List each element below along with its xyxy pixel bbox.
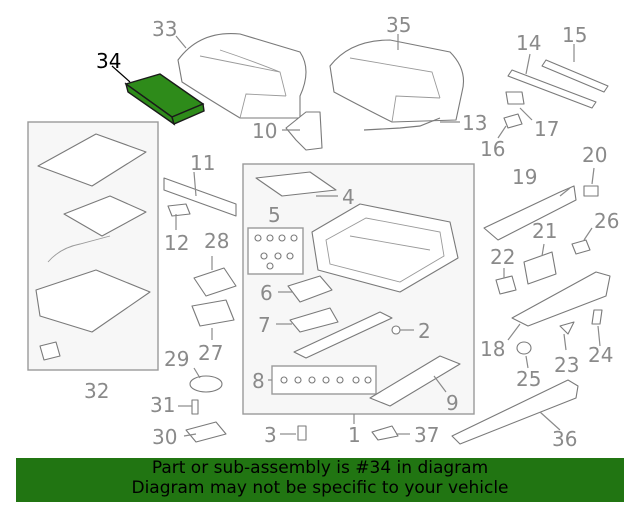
part-19-bracket[interactable] [483,185,577,241]
part-9-track[interactable] [369,355,461,407]
seat-frame-assembly[interactable] [311,203,459,293]
callout-3[interactable]: 3 [264,423,277,447]
part-21-switch[interactable] [523,251,557,285]
part-27-module[interactable] [191,299,235,327]
callout-26[interactable]: 26 [594,209,619,233]
part-34-cushion-pad[interactable] [124,73,205,126]
part-2-bolt[interactable] [391,325,401,335]
callout-20[interactable]: 20 [582,143,607,167]
callout-labels: 34 33 35 14 15 10 13 17 16 11 12 4 5 28 … [84,13,619,451]
part-20-knob[interactable] [583,185,599,197]
callout-25[interactable]: 25 [516,367,541,391]
part-6-motor[interactable] [287,275,333,303]
part-18-side-panel[interactable] [511,271,611,327]
part-3-bolt[interactable] [297,425,307,441]
callout-36[interactable]: 36 [552,427,577,451]
part-12-clip[interactable] [167,203,191,217]
banner-line-1: Part or sub-assembly is #34 in diagram [151,458,489,478]
callout-8[interactable]: 8 [252,369,265,393]
callout-14[interactable]: 14 [516,31,541,55]
callout-16[interactable]: 16 [480,137,505,161]
part-28-bracket[interactable] [193,267,237,297]
part-22-connector[interactable] [495,275,517,295]
part-35-seat-cushion[interactable] [329,39,465,123]
callout-35[interactable]: 35 [386,13,411,37]
callout-34[interactable]: 34 [96,49,121,73]
callout-27[interactable]: 27 [198,341,223,365]
part-31-bolt[interactable] [191,399,199,415]
callout-13[interactable]: 13 [462,111,487,135]
callout-15[interactable]: 15 [562,23,587,47]
part-32-contents[interactable] [35,133,151,361]
part-7-motor[interactable] [289,307,339,333]
callout-5[interactable]: 5 [268,203,281,227]
part-23-cover[interactable] [559,321,575,335]
parts-diagram: 34 33 35 14 15 10 13 17 16 11 12 4 5 28 … [27,13,619,451]
part-37-clip[interactable] [371,425,399,441]
callout-33[interactable]: 33 [152,17,177,41]
part-14-rail[interactable] [507,69,597,109]
callout-30[interactable]: 30 [152,425,177,449]
part-30-bracket[interactable] [185,421,227,443]
part-8-bolt-set[interactable] [280,376,372,384]
callout-17[interactable]: 17 [534,117,559,141]
part-13-cable[interactable] [363,117,441,131]
callout-4[interactable]: 4 [342,185,355,209]
callout-21[interactable]: 21 [532,219,557,243]
part-29-ring[interactable] [189,375,223,393]
part-15-rail[interactable] [541,59,609,93]
callout-11[interactable]: 11 [190,151,215,175]
part-24-cover[interactable] [591,309,603,325]
callout-2[interactable]: 2 [418,319,431,343]
part-10-bracket[interactable] [285,111,323,151]
part-5-bolt-set[interactable] [254,234,298,270]
callout-19[interactable]: 19 [512,165,537,189]
frame-lower-rail[interactable] [293,311,393,359]
part-17-clip[interactable] [505,91,525,105]
banner-line-2: Diagram may not be specific to your vehi… [131,478,509,498]
part-16-clip[interactable] [503,113,523,129]
callout-10[interactable]: 10 [252,119,277,143]
callout-18[interactable]: 18 [480,337,505,361]
part-36-trim[interactable] [451,379,579,445]
info-banner: Part or sub-assembly is #34 in diagram D… [16,458,624,502]
part-25-ring[interactable] [516,341,532,355]
callout-28[interactable]: 28 [204,229,229,253]
callout-22[interactable]: 22 [490,245,515,269]
callout-7[interactable]: 7 [258,313,271,337]
callout-23[interactable]: 23 [554,353,579,377]
callout-31[interactable]: 31 [150,393,175,417]
callout-37[interactable]: 37 [414,423,439,447]
callout-24[interactable]: 24 [588,343,613,367]
part-4-plate[interactable] [255,171,337,197]
callout-12[interactable]: 12 [164,231,189,255]
callout-1[interactable]: 1 [348,423,361,447]
callout-32[interactable]: 32 [84,379,109,403]
part-11-panel[interactable] [163,177,237,217]
callout-6[interactable]: 6 [260,281,273,305]
callout-9[interactable]: 9 [446,391,459,415]
callout-29[interactable]: 29 [164,347,189,371]
part-33-seat-cover[interactable] [177,32,307,119]
part-26-clip[interactable] [571,239,591,255]
leader-lines [111,34,601,437]
